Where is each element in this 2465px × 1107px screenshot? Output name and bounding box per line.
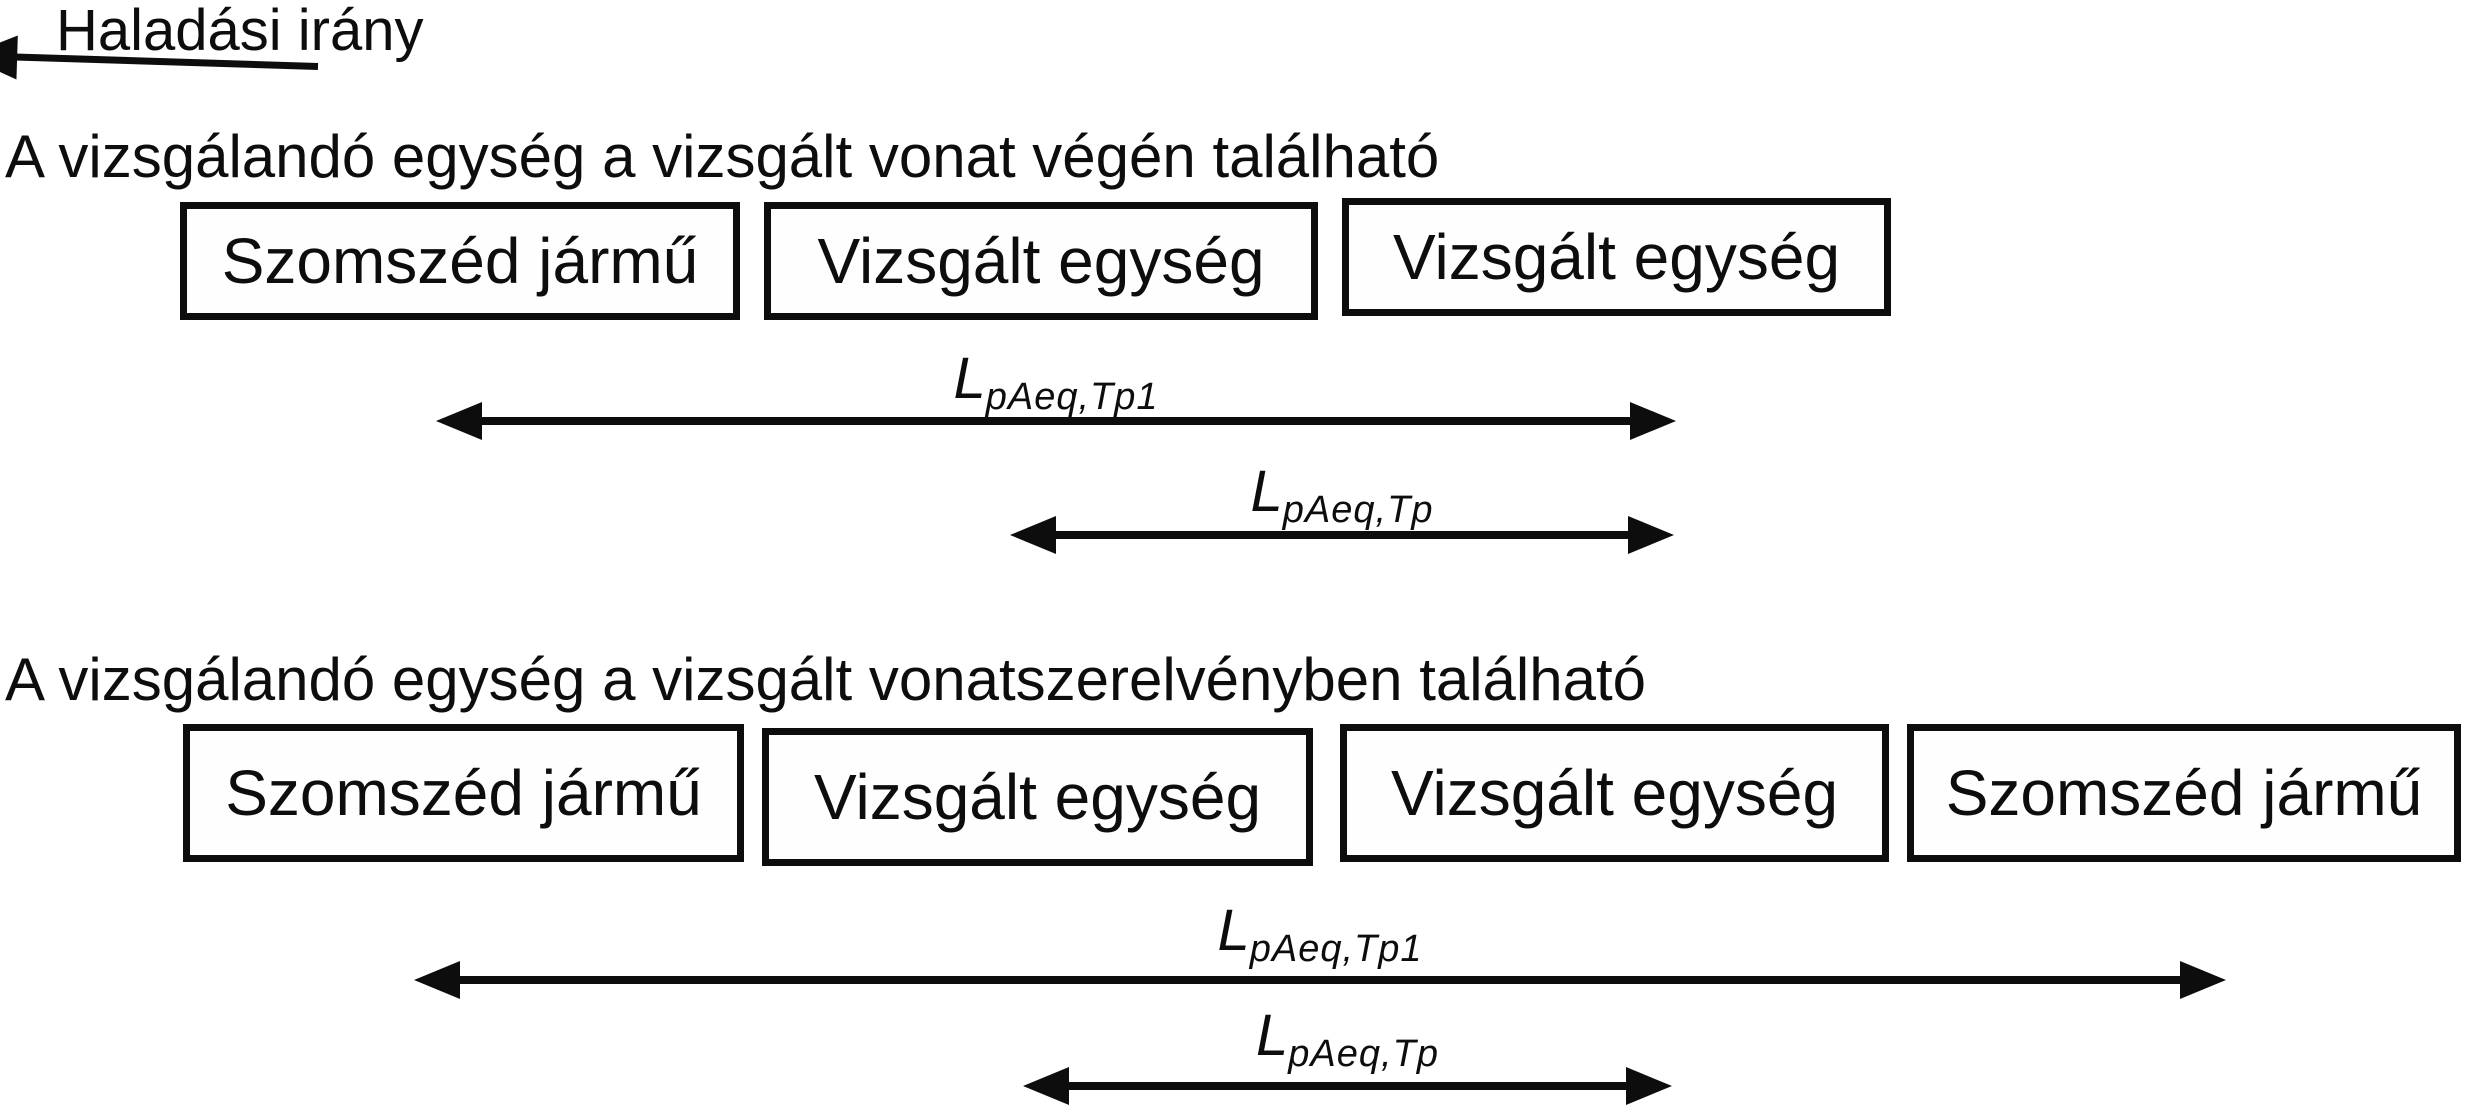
train-box-label: Vizsgált egység xyxy=(813,761,1262,833)
train-box-neighbour-vehicle: Szomszéd jármű xyxy=(1907,724,2461,862)
level-symbol: L xyxy=(953,346,986,411)
measure-label-lpaeq-tp: LpAeq,Tp xyxy=(1054,463,1630,530)
measure-label-lpaeq-tp: LpAeq,Tp xyxy=(1067,1007,1628,1074)
train-box-tested-unit: Vizsgált egység xyxy=(1340,724,1889,862)
measure-double-arrow-icon xyxy=(1067,1082,1628,1090)
level-subscript: pAeq,Tp xyxy=(1288,1033,1439,1075)
measure-label-lpaeq-tp1: LpAeq,Tp1 xyxy=(458,902,2182,969)
level-subscript: pAeq,Tp1 xyxy=(985,376,1159,418)
section1-heading: A vizsgálandó egység a vizsgált vonat vé… xyxy=(5,123,1440,190)
train-box-label: Vizsgált egység xyxy=(817,225,1265,297)
level-symbol: L xyxy=(1256,1003,1289,1068)
train-box-neighbour-vehicle: Szomszéd jármű xyxy=(183,724,744,862)
level-subscript: pAeq,Tp xyxy=(1282,489,1434,531)
level-subscript: pAeq,Tp1 xyxy=(1249,928,1423,970)
train-box-neighbour-vehicle: Szomszéd jármű xyxy=(180,202,740,320)
measure-double-arrow-icon xyxy=(458,976,2182,984)
train-box-label: Vizsgált egység xyxy=(1390,757,1839,829)
level-symbol: L xyxy=(1217,898,1250,963)
train-box-tested-unit: Vizsgált egység xyxy=(764,202,1318,320)
measure-label-lpaeq-tp1: LpAeq,Tp1 xyxy=(480,350,1632,417)
train-box-tested-unit: Vizsgált egység xyxy=(762,728,1313,866)
train-box-label: Szomszéd jármű xyxy=(221,225,699,297)
train-box-label: Vizsgált egység xyxy=(1392,221,1841,293)
train-box-label: Szomszéd jármű xyxy=(225,757,702,829)
train-box-tested-unit: Vizsgált egység xyxy=(1342,198,1891,316)
level-symbol: L xyxy=(1250,459,1283,524)
measure-double-arrow-icon xyxy=(480,417,1632,425)
direction-of-travel-label: Haladási irány xyxy=(56,0,424,63)
section2-heading: A vizsgálandó egység a vizsgált vonatsze… xyxy=(5,646,1647,713)
measure-double-arrow-icon xyxy=(1054,531,1630,539)
train-box-label: Szomszéd jármű xyxy=(1945,757,2423,829)
